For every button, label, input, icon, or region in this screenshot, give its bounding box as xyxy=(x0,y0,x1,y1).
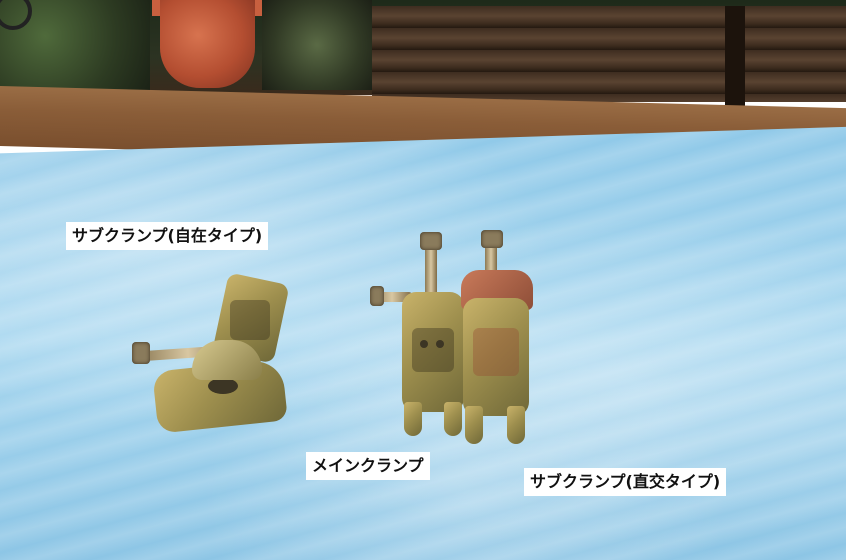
sub-clamp-right-angle-image xyxy=(455,230,540,450)
label-main-clamp: メインクランプ xyxy=(306,452,430,480)
plants-middle xyxy=(262,0,372,90)
flower-pot xyxy=(160,0,255,88)
label-sub-clamp-swivel: サブクランプ(自在タイプ) xyxy=(66,222,269,250)
circled-number-mark xyxy=(0,0,32,30)
label-sub-clamp-right-angle: サブクランプ(直交タイプ) xyxy=(524,468,727,496)
main-clamp-image xyxy=(370,230,470,445)
wooden-post xyxy=(725,6,745,106)
sub-clamp-swivel-image xyxy=(130,270,300,440)
wooden-slats xyxy=(372,6,846,102)
